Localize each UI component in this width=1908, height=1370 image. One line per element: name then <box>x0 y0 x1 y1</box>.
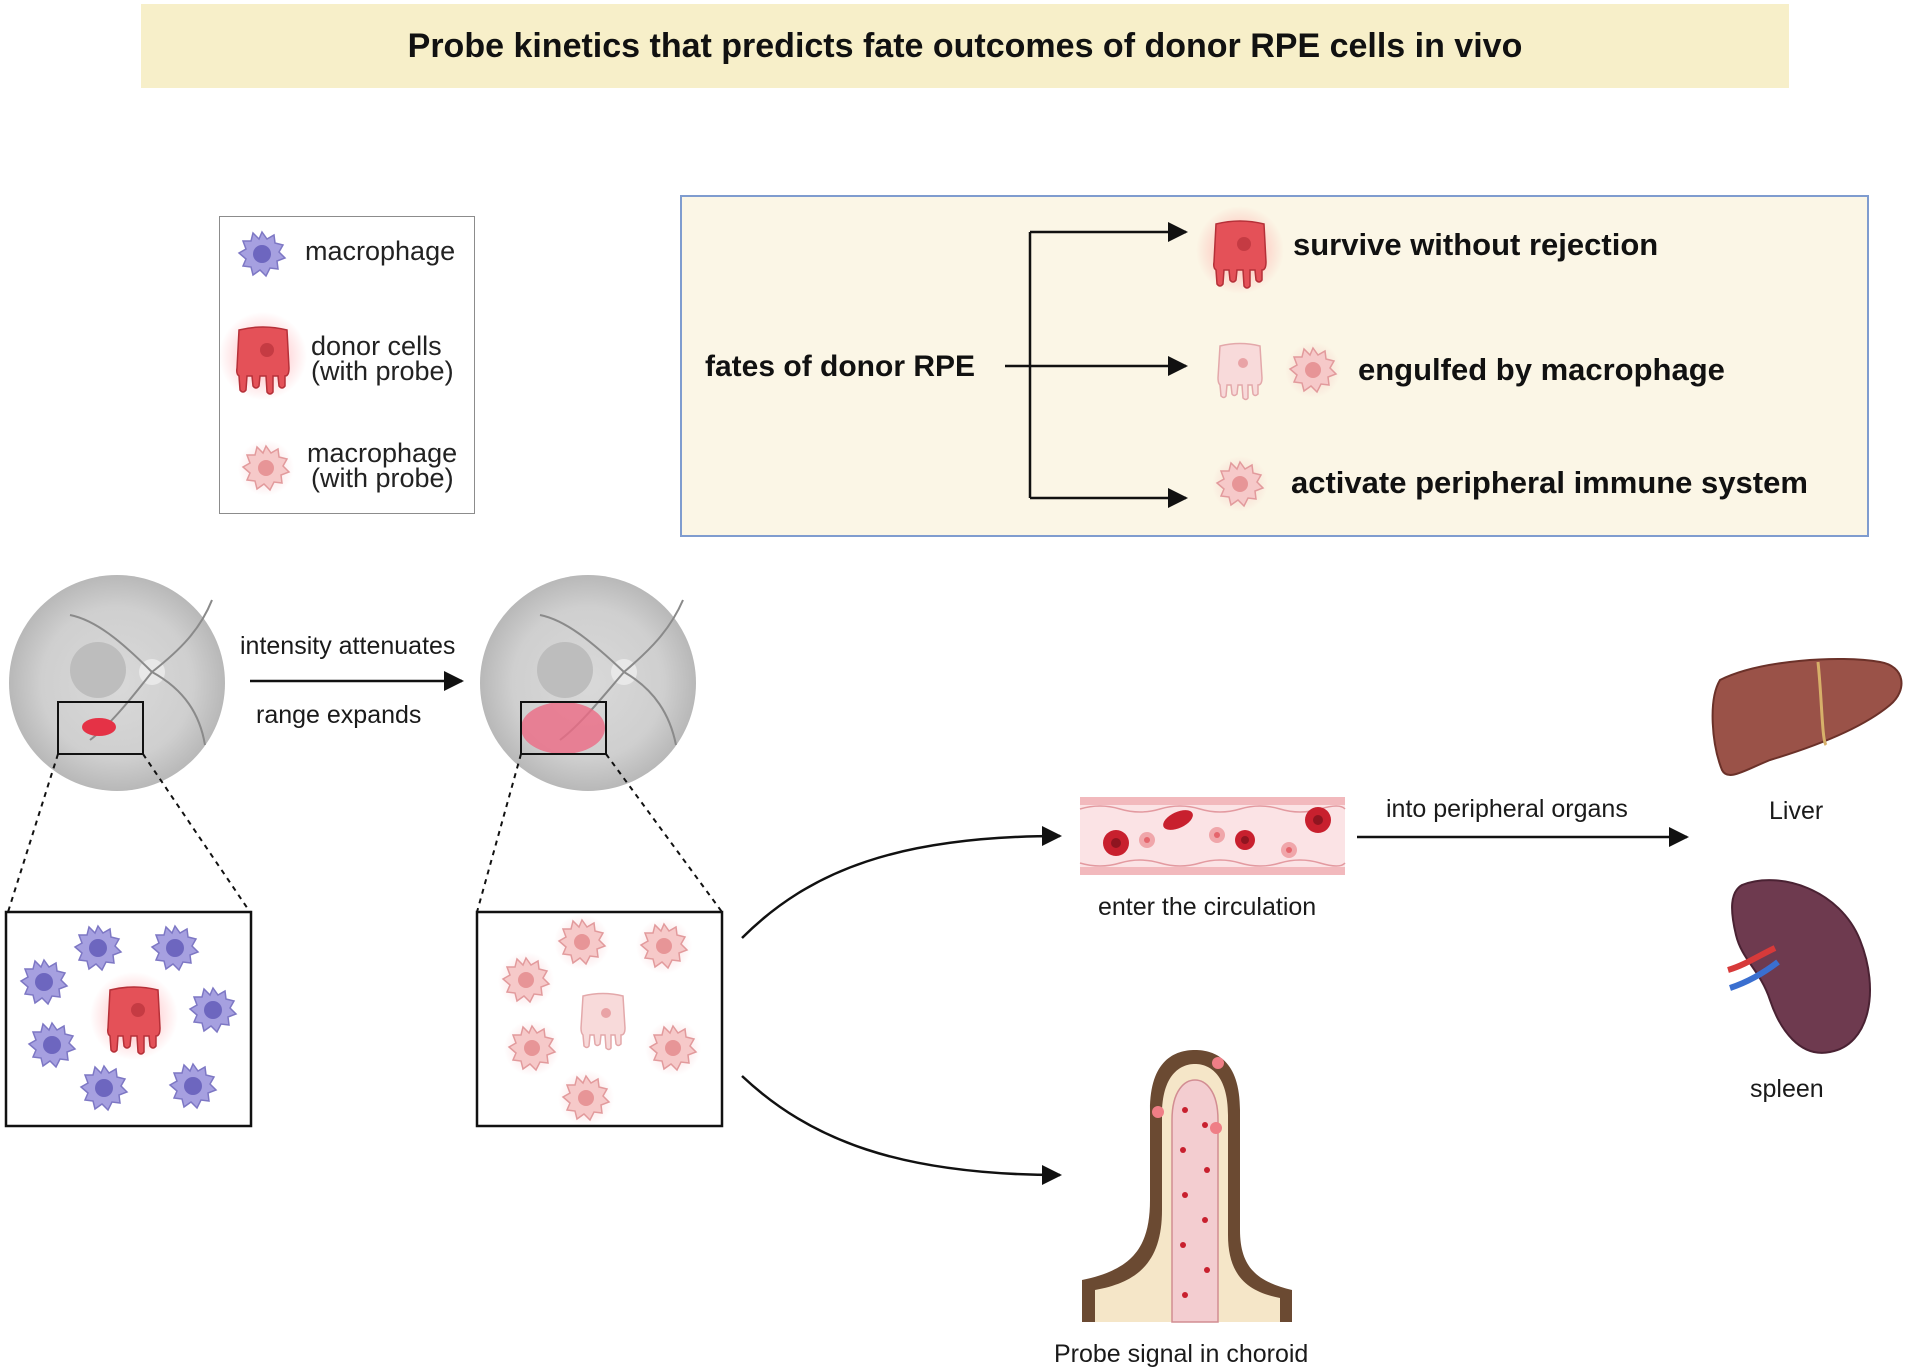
liver-label: Liver <box>1769 797 1824 825</box>
title-banner: Probe kinetics that predicts fate outcom… <box>141 4 1789 88</box>
fate-immune-label: activate peripheral immune system <box>1291 465 1808 500</box>
eye-fundus-after <box>480 575 696 791</box>
page-title: Probe kinetics that predicts fate outcom… <box>407 26 1523 65</box>
fate-engulfed-macrophage-icon <box>1284 341 1342 399</box>
peripheral-arrow-label: into peripheral organs <box>1386 795 1628 823</box>
choroid-illustration <box>1082 1050 1292 1323</box>
fate-branch-lines <box>1005 222 1188 508</box>
fate-survive-label: survive without rejection <box>1293 227 1659 262</box>
spleen-icon <box>1727 879 1871 1054</box>
blood-vessel <box>1079 797 1346 875</box>
fates-root-label: fates of donor RPE <box>705 350 976 383</box>
legend-label-donor-line1: donor cells <box>311 331 442 361</box>
curve-to-choroid <box>741 1075 1062 1185</box>
fate-engulfed-label: engulfed by macrophage <box>1358 352 1725 387</box>
transition-label-top: intensity attenuates <box>240 632 456 660</box>
eye-fundus-before <box>9 575 225 791</box>
zoom-lines <box>7 753 723 913</box>
legend-label-donor-line2: (with probe) <box>311 356 454 386</box>
macrophage-icon <box>238 231 286 277</box>
zoom-panel-after <box>475 910 724 1128</box>
legend-label-macrophage: macrophage <box>305 236 456 266</box>
fate-survive-icon <box>1195 205 1285 295</box>
donor-cell-icon <box>218 311 308 401</box>
circulation-caption: enter the circulation <box>1098 893 1317 921</box>
liver-icon <box>1711 658 1903 776</box>
fate-immune-icon <box>1211 455 1269 513</box>
legend-label-probe-macrophage-line1: macrophage <box>307 438 458 468</box>
curve-to-circulation <box>741 826 1062 939</box>
zoom-panel-before <box>4 910 253 1128</box>
legend-label-probe-macrophage-line2: (with probe) <box>311 463 454 493</box>
choroid-caption: Probe signal in choroid <box>1054 1340 1309 1368</box>
probe-macrophage-icon <box>237 439 295 497</box>
transition-label-bottom: range expands <box>256 701 422 729</box>
spleen-label: spleen <box>1750 1075 1824 1103</box>
fate-engulfed-donor-icon <box>1217 342 1263 401</box>
